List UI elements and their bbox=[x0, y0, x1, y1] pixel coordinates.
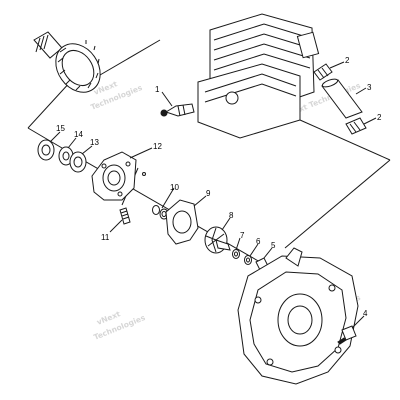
impeller-shaft bbox=[215, 239, 231, 251]
callout-15: 15 bbox=[56, 124, 65, 133]
bolt-shank bbox=[337, 337, 347, 345]
part-7-washer-bore bbox=[234, 251, 238, 257]
hose-top-end bbox=[321, 78, 339, 88]
part-10-seal-a bbox=[152, 205, 160, 215]
head-fitting bbox=[296, 31, 320, 59]
leader-8 bbox=[221, 217, 231, 231]
callout-3: 3 bbox=[367, 83, 372, 92]
callout-2-lower: 2 bbox=[377, 113, 382, 122]
callout-7: 7 bbox=[240, 231, 245, 240]
cooling-fins bbox=[213, 23, 311, 71]
part-3-hose bbox=[321, 78, 363, 119]
leader-seal-axis bbox=[27, 127, 63, 149]
callout-4: 4 bbox=[363, 309, 368, 318]
part-1-temp-sensor bbox=[160, 103, 195, 117]
part-8-impeller bbox=[204, 226, 231, 254]
housing-inner-bore bbox=[107, 170, 121, 186]
part-6-washer-bore bbox=[246, 257, 250, 263]
gasket-center-hole bbox=[172, 210, 192, 234]
part-13-bearing-bore bbox=[73, 156, 83, 168]
leader-11 bbox=[109, 219, 123, 233]
leader-3 bbox=[355, 87, 367, 95]
clamp-lower-ribs bbox=[349, 121, 361, 133]
head-port bbox=[225, 91, 239, 105]
drive-gear-hub bbox=[61, 49, 95, 87]
cover-center-bore bbox=[287, 305, 313, 335]
cover-bolt-1 bbox=[254, 296, 262, 304]
leader-4 bbox=[351, 315, 365, 329]
shaft-splines bbox=[35, 34, 49, 53]
leader-right-to-cover bbox=[284, 159, 391, 249]
leader-6 bbox=[249, 243, 259, 257]
callout-2-top: 2 bbox=[345, 56, 350, 65]
callout-8: 8 bbox=[229, 211, 234, 220]
leader-9 bbox=[193, 195, 207, 207]
housing-bolt-hole-1 bbox=[101, 163, 107, 169]
leader-hose-to-right bbox=[299, 119, 391, 161]
cover-water-inlet bbox=[285, 247, 303, 267]
leader-1 bbox=[161, 91, 173, 107]
callout-5: 5 bbox=[271, 241, 276, 250]
gear-shaft-assembly bbox=[33, 31, 101, 93]
clamp-top-ribs bbox=[317, 67, 329, 79]
leader-15 bbox=[49, 131, 61, 143]
leader-13 bbox=[81, 145, 93, 155]
callout-10: 10 bbox=[170, 183, 179, 192]
callout-13: 13 bbox=[90, 138, 99, 147]
cover-center-boss bbox=[277, 293, 323, 347]
part-11-stud bbox=[119, 207, 131, 225]
part-10-seal-b-bore bbox=[161, 211, 167, 217]
cover-bolt-3 bbox=[334, 346, 342, 354]
sensor-threads bbox=[177, 104, 186, 117]
callout-labels: 1 2 3 2 4 5 6 7 8 9 10 11 12 13 14 15 bbox=[56, 56, 382, 318]
leader-10 bbox=[161, 187, 175, 209]
part-9-gasket bbox=[165, 199, 199, 245]
cover-rim bbox=[249, 271, 347, 373]
gear-teeth bbox=[57, 40, 100, 91]
crankcase-cover bbox=[237, 247, 359, 385]
part-14-washer-bore bbox=[62, 151, 70, 161]
block-fins bbox=[204, 73, 297, 103]
gasket-outline bbox=[165, 199, 199, 245]
callout-6: 6 bbox=[256, 237, 261, 246]
bolt-head bbox=[341, 325, 357, 341]
callout-9: 9 bbox=[206, 189, 211, 198]
leader-2b bbox=[363, 117, 377, 125]
callout-1: 1 bbox=[155, 85, 160, 94]
clamp-lower-band bbox=[345, 117, 367, 135]
cylinder-block bbox=[197, 63, 301, 139]
cover-bolt-4 bbox=[266, 358, 274, 366]
callout-12: 12 bbox=[153, 142, 162, 151]
leader-7 bbox=[235, 237, 241, 251]
leader-gear-to-head bbox=[99, 39, 161, 76]
cover-bolt-2 bbox=[328, 284, 336, 292]
part-4-bolt bbox=[337, 325, 357, 345]
stud-threads bbox=[120, 210, 130, 220]
leader-14 bbox=[67, 137, 77, 149]
housing-bolt-hole-3 bbox=[117, 191, 123, 197]
sensor-body bbox=[164, 103, 195, 117]
leader-12 bbox=[129, 147, 153, 159]
seal-bearing-set bbox=[37, 139, 87, 173]
leader-5 bbox=[263, 247, 273, 259]
part-12-pump-housing bbox=[91, 151, 146, 201]
part-2-clamp-top bbox=[313, 63, 333, 81]
stud-body bbox=[119, 207, 131, 225]
callout-leaders bbox=[49, 61, 377, 329]
callout-11: 11 bbox=[101, 233, 110, 242]
leader-gear-to-seal bbox=[27, 79, 73, 129]
part-2-clamp-lower bbox=[345, 117, 367, 135]
sensor-tip bbox=[160, 109, 168, 117]
cylinder-head-assembly bbox=[197, 13, 320, 139]
clamp-top-band bbox=[313, 63, 333, 81]
callout-14: 14 bbox=[74, 130, 83, 139]
leader-2a bbox=[329, 61, 345, 69]
part-15-seal-bore bbox=[41, 144, 51, 156]
housing-bolt-hole-2 bbox=[125, 161, 131, 167]
housing-small-o-ring bbox=[142, 172, 146, 176]
